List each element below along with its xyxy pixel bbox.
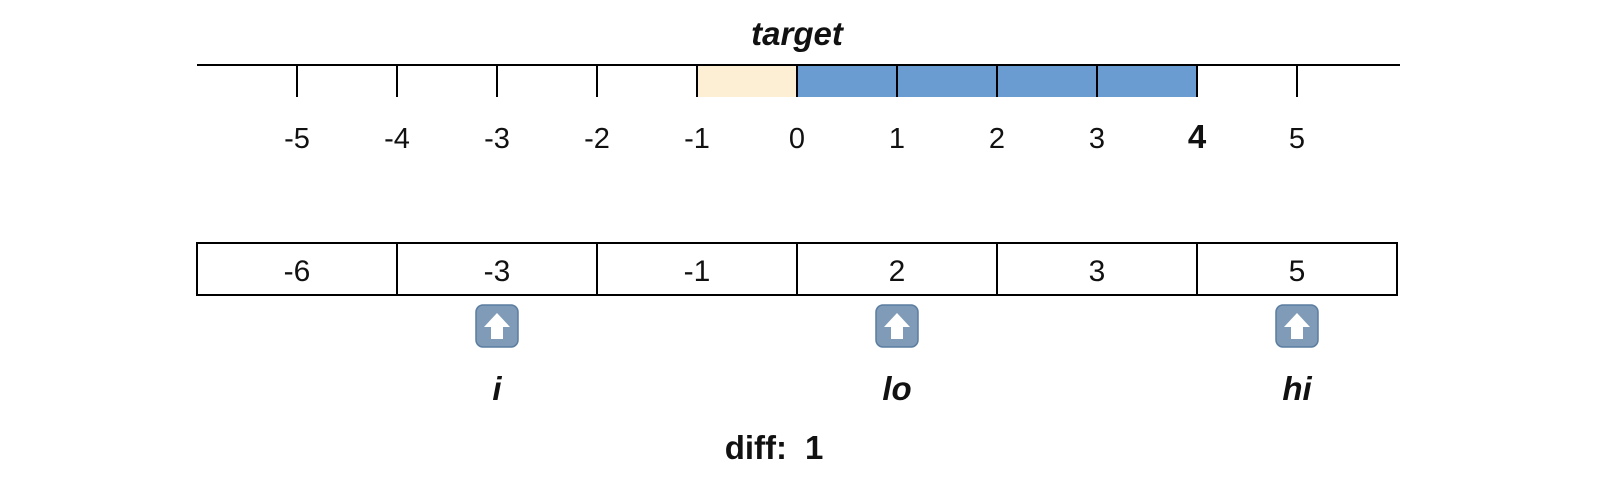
diff-readout: diff: 1 [725,429,824,466]
array: -6 -3 -1 2 3 5 [196,242,1398,296]
pointer-label: i [492,370,502,407]
pointer-i: i [475,304,519,407]
tick-label: -5 [284,123,310,155]
tick-label: -3 [484,123,510,155]
tick-label: -2 [584,123,610,155]
array-cell [596,242,798,296]
pointer-label: hi [1282,370,1312,407]
array-cell-value: -6 [284,255,311,288]
tick-label: -4 [384,123,410,155]
up-arrow-icon [875,304,919,348]
number-line: -5 -4 -3 -2 -1 0 1 2 3 4 5 target [197,15,1400,155]
pointer-label: lo [882,370,911,407]
array-cell [1196,242,1398,296]
tick-labels: -5 -4 -3 -2 -1 0 1 2 3 4 5 [284,118,1305,155]
array-cell-value: -1 [684,255,711,288]
highlight-segment [697,65,797,97]
diff-value: 1 [805,429,823,466]
tick-label: 4 [1188,118,1207,155]
diff-label: diff: [725,429,787,466]
tick-label: 3 [1089,123,1105,155]
pointer-hi: hi [1275,304,1319,407]
up-arrow-icon [475,304,519,348]
tick-label: 1 [889,123,905,155]
pointer-lo: lo [875,304,919,407]
up-arrow-icon [1275,304,1319,348]
tick-label: 2 [989,123,1005,155]
array-cell [996,242,1198,296]
tick-label: 5 [1289,123,1305,155]
array-cell-value: 2 [889,255,906,288]
array-cell [196,242,398,296]
tick-label: 0 [789,123,805,155]
array-cell-value: -3 [484,255,511,288]
array-cell [796,242,998,296]
pointers: i lo hi [475,304,1319,407]
target-label: target [751,15,845,52]
array-cell-value: 5 [1289,255,1306,288]
tick-label: -1 [684,123,710,155]
tick-marks [296,65,1298,97]
array-cell-value: 3 [1089,255,1106,288]
